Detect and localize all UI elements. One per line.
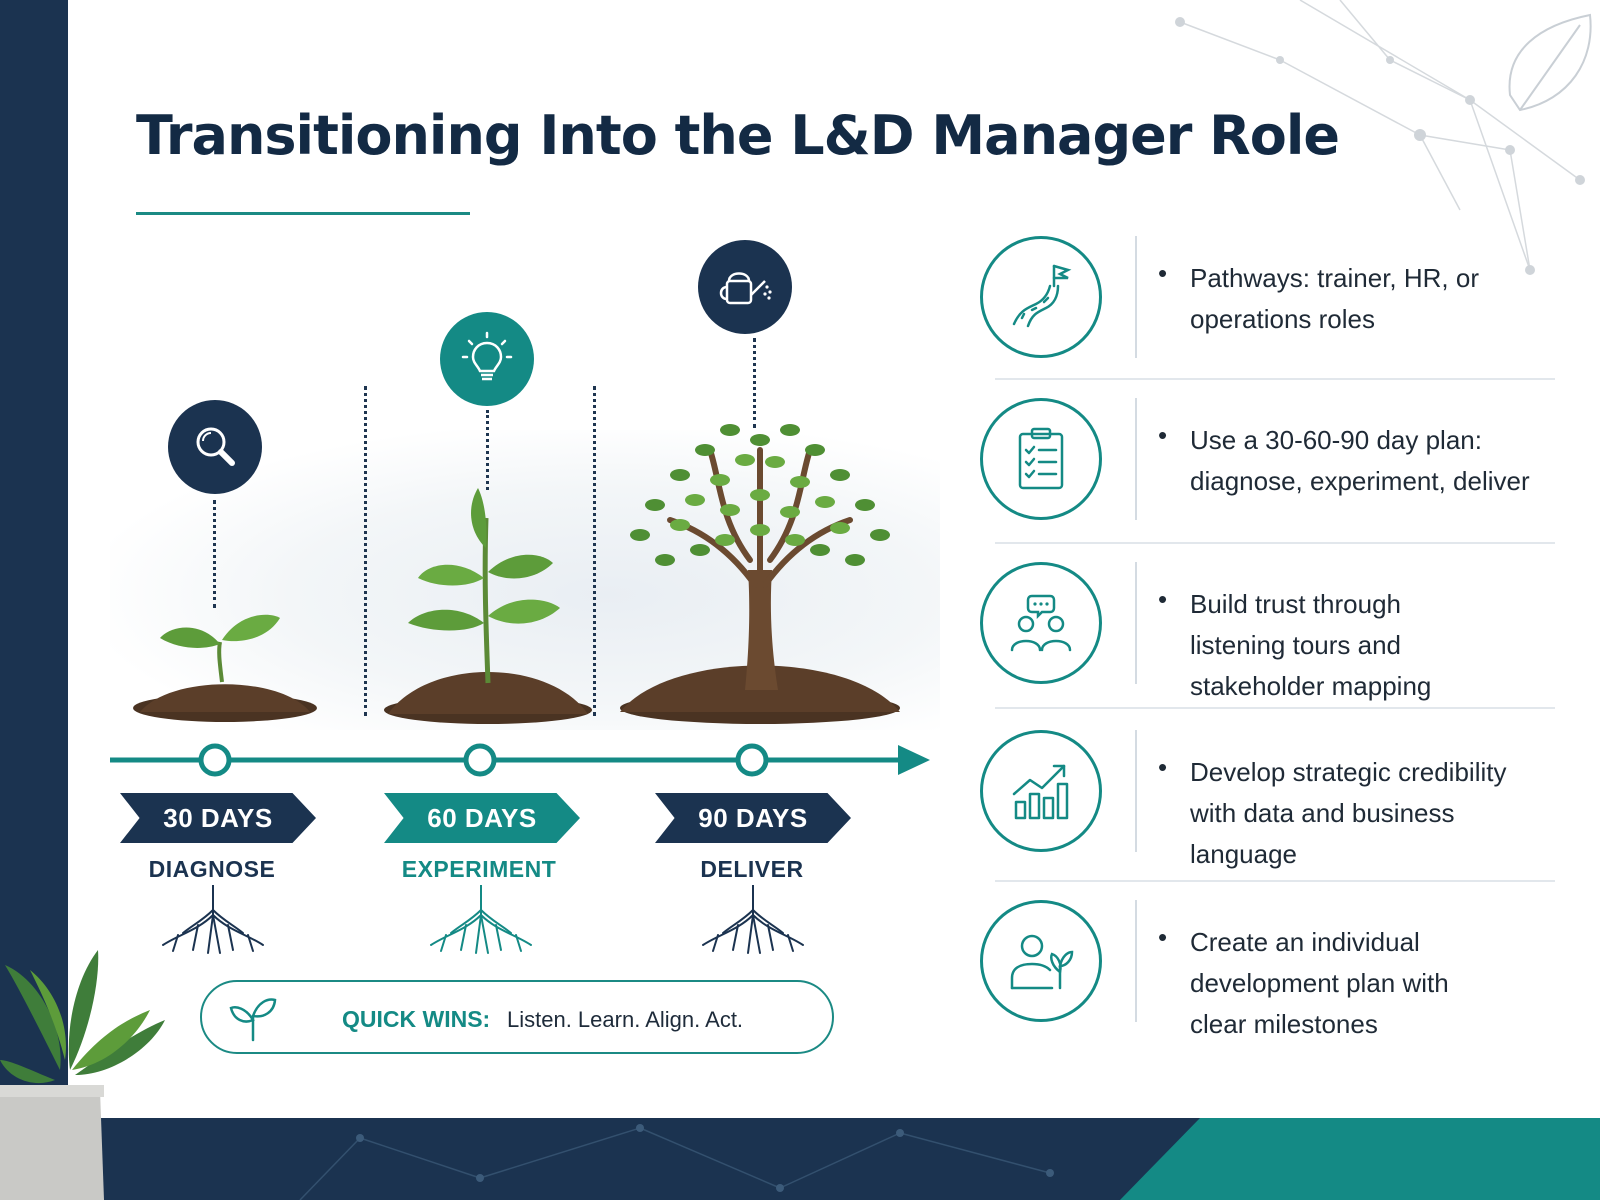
- point-icon-circle: [980, 562, 1102, 684]
- point-divider: [1135, 236, 1137, 358]
- point-separator: [995, 378, 1555, 380]
- bullet: •: [1158, 258, 1168, 288]
- stage-label-diagnose: DIAGNOSE: [148, 856, 276, 882]
- point-separator: [995, 707, 1555, 709]
- clipboard-checklist-icon: [1018, 427, 1064, 490]
- quick-wins-text: Listen. Learn. Align. Act.: [507, 1007, 744, 1032]
- footer-band: [0, 1118, 1600, 1200]
- quick-wins-label: QUICK WINS:: [342, 1006, 491, 1032]
- lightbulb-icon: [461, 331, 513, 381]
- stage-icon-deliver: [698, 240, 792, 334]
- day-tag-90: 90 DAYS: [655, 793, 851, 843]
- stage-label-experiment: EXPERIMENT: [401, 856, 557, 882]
- bullet: •: [1158, 922, 1168, 952]
- seedling-illustration: [384, 488, 592, 724]
- point-text: Use a 30-60-90 day plan: diagnose, exper…: [1190, 425, 1530, 496]
- timeline-marker: [198, 743, 769, 777]
- stage-icon-diagnose: [168, 400, 262, 494]
- point-divider: [1135, 730, 1137, 852]
- point-icon-circle: [980, 398, 1102, 520]
- point-divider: [1135, 398, 1137, 520]
- watering-can-icon: [719, 272, 772, 305]
- day-tag-60: 60 DAYS: [384, 793, 580, 843]
- bullet: •: [1158, 584, 1168, 614]
- path-flag-icon: [1012, 264, 1072, 328]
- point-text: Create an individual development plan wi…: [1190, 927, 1449, 1039]
- stage-icon-experiment: [440, 312, 534, 406]
- point-divider: [1135, 900, 1137, 1022]
- point-separator: [995, 880, 1555, 882]
- bullet: •: [1158, 752, 1168, 782]
- point-text: Pathways: trainer, HR, or operations rol…: [1190, 263, 1479, 334]
- point-icon-circle: [980, 900, 1102, 1022]
- stage-label-deliver: DELIVER: [700, 856, 804, 882]
- point-text: Build trust through listening tours and …: [1190, 589, 1432, 701]
- sprout-icon: [229, 998, 277, 1042]
- point-divider: [1135, 562, 1137, 684]
- magnifier-icon: [196, 427, 235, 466]
- point-icon-circle: [980, 236, 1102, 358]
- point-text: Develop strategic credibility with data …: [1190, 757, 1507, 869]
- quick-wins-banner: QUICK WINS: Listen. Learn. Align. Act.: [200, 980, 834, 1054]
- sprout-illustration: [133, 614, 317, 722]
- roots-icon: [702, 885, 804, 954]
- tree-illustration: [620, 424, 900, 724]
- stage-connector: [486, 410, 489, 490]
- stage-divider: [593, 386, 596, 716]
- growth-chart-icon: [1012, 764, 1069, 820]
- network-decoration: [1175, 0, 1592, 275]
- roots-icon: [430, 885, 532, 954]
- page-title: Transitioning Into the L&D Manager Role: [136, 104, 1340, 167]
- day-tag-30: 30 DAYS: [120, 793, 316, 843]
- timeline: [110, 743, 930, 777]
- bullet: •: [1158, 420, 1168, 450]
- potted-plant-decoration: [0, 950, 165, 1200]
- person-growth-icon: [1010, 934, 1074, 990]
- roots-icon: [162, 885, 264, 954]
- stage-connector: [753, 338, 756, 428]
- title-underline: [136, 212, 470, 216]
- people-conversation-icon: [1010, 594, 1072, 652]
- stage-connector: [213, 500, 216, 608]
- point-separator: [995, 542, 1555, 544]
- point-icon-circle: [980, 730, 1102, 852]
- stage-divider: [364, 386, 367, 716]
